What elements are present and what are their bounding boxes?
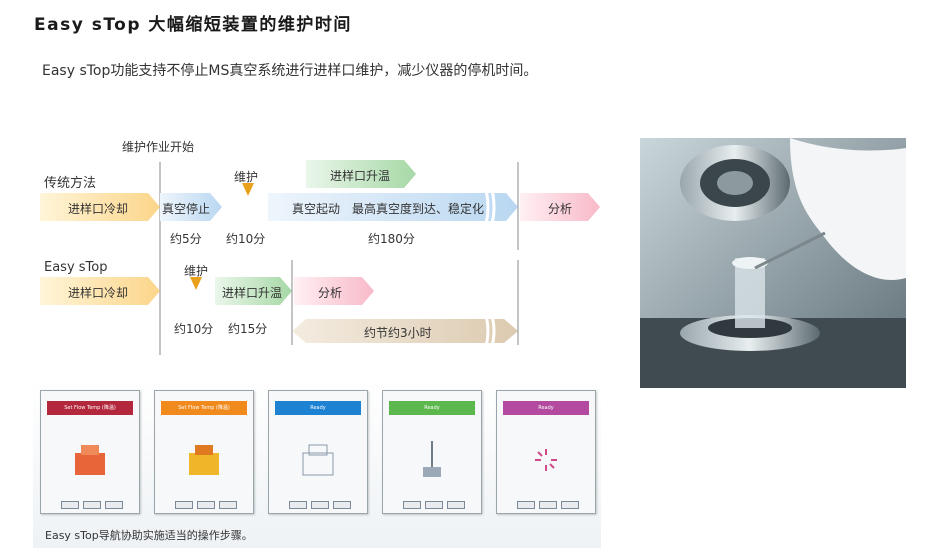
- trad-duration-2: 约10分: [226, 232, 266, 246]
- nav-screen-buttons: [403, 501, 465, 509]
- nav-screen-buttons: [61, 501, 123, 509]
- outline-block-icon: [295, 439, 341, 483]
- nav-screen-buttons: [517, 501, 579, 509]
- probe-icon: [409, 439, 455, 483]
- nav-screen-header: Set Flow Temp (降温): [161, 401, 247, 415]
- screens-caption: Easy sTop导航协助实施适当的操作步骤。: [45, 529, 253, 542]
- easy-stop-label: Easy sTop: [44, 260, 108, 275]
- trad-step-maintenance: 维护: [234, 170, 259, 184]
- easy-step-heating: 进样口升温: [222, 286, 283, 300]
- nav-screen-button[interactable]: [425, 501, 443, 509]
- nav-screen-button[interactable]: [539, 501, 557, 509]
- time-saving-label: 约节约3小时: [364, 326, 432, 340]
- page-title: Easy sTop 大幅缩短装置的维护时间: [34, 15, 352, 35]
- nav-screen-button[interactable]: [517, 501, 535, 509]
- yellow-block-icon: [181, 439, 227, 483]
- easy-step-analysis: 分析: [318, 286, 343, 300]
- nav-screen-button[interactable]: [219, 501, 237, 509]
- maintenance-start-label: 维护作业开始: [122, 140, 195, 154]
- easy-step-maintenance: 维护: [184, 264, 209, 278]
- nav-screen-button[interactable]: [105, 501, 123, 509]
- nav-screen-header: Ready: [275, 401, 361, 415]
- trad-step-vacuum-start: 真空起动 最高真空度到达、稳定化: [292, 202, 485, 216]
- trad-heating: 进样口升温: [330, 169, 391, 183]
- trad-duration-3: 约180分: [368, 232, 415, 246]
- nav-screen-button[interactable]: [561, 501, 579, 509]
- nav-screen-window: Set Flow Temp (降温): [40, 390, 140, 514]
- spinner-icon: [523, 439, 569, 483]
- timeline-diagram: 维护作业开始 传统方法 进样口冷却 真空停止 维护 真空起动 最高真空度到达、稳…: [40, 130, 620, 355]
- nav-screen-header: Ready: [389, 401, 475, 415]
- trad-step-vacuum-stop: 真空停止: [162, 202, 211, 216]
- trad-step-analysis: 分析: [548, 202, 573, 216]
- page-subtitle: Easy sTop功能支持不停止MS真空系统进行进样口维护，减少仪器的停机时间。: [42, 63, 538, 79]
- easy-step-cooling: 进样口冷却: [68, 286, 129, 300]
- nav-screen-button[interactable]: [197, 501, 215, 509]
- nav-screen-button[interactable]: [311, 501, 329, 509]
- nav-screen-button[interactable]: [403, 501, 421, 509]
- nav-screen-button[interactable]: [447, 501, 465, 509]
- nav-screen-window: Ready: [382, 390, 482, 514]
- easy-duration-1: 约10分: [174, 322, 214, 336]
- instrument-maintenance-photo: [640, 138, 906, 388]
- nav-screen-button[interactable]: [61, 501, 79, 509]
- nav-screen-buttons: [175, 501, 237, 509]
- nav-screen-window: Ready: [496, 390, 596, 514]
- nav-screen-header: Set Flow Temp (降温): [47, 401, 133, 415]
- nav-screen-window: Set Flow Temp (降温): [154, 390, 254, 514]
- orange-block-icon: [67, 439, 113, 483]
- timeline-svg: [40, 160, 600, 355]
- nav-screen-buttons: [289, 501, 351, 509]
- navigation-screens: Set Flow Temp (降温) Set Flow Temp (降温) Read…: [40, 390, 600, 515]
- traditional-method-label: 传统方法: [44, 176, 97, 191]
- nav-screen-header: Ready: [503, 401, 589, 415]
- easy-duration-2: 约15分: [228, 322, 268, 336]
- trad-step-cooling: 进样口冷却: [68, 202, 129, 216]
- nav-screen-button[interactable]: [175, 501, 193, 509]
- nav-screen-button[interactable]: [83, 501, 101, 509]
- nav-screen-button[interactable]: [333, 501, 351, 509]
- nav-screen-window: Ready: [268, 390, 368, 514]
- nav-screen-button[interactable]: [289, 501, 307, 509]
- trad-duration-1: 约5分: [170, 232, 202, 246]
